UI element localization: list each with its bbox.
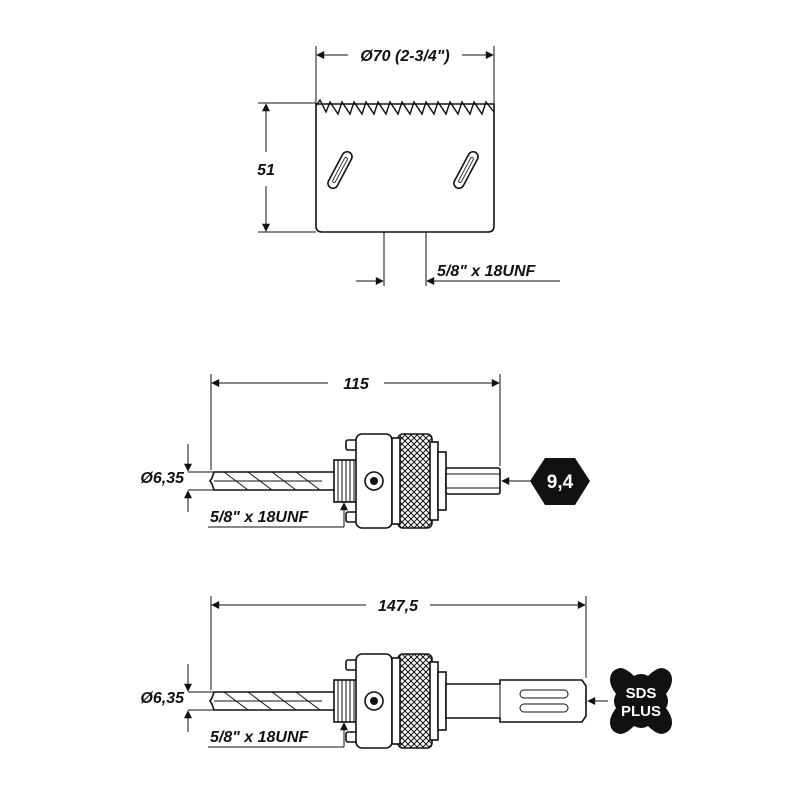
- sds-shank: [445, 679, 587, 723]
- arbor-sds-pilot-label: Ø6,35: [140, 690, 185, 707]
- hub-sds: [437, 671, 447, 731]
- holesaw-body: [315, 103, 495, 233]
- holesaw-height-label: 51: [257, 162, 275, 179]
- holesaw-teeth: [315, 98, 495, 116]
- hex-shank-badge: [530, 458, 590, 505]
- arbor-hex-pilot-label: Ø6,35: [140, 470, 185, 487]
- hub-hex: [437, 451, 447, 511]
- hex-shank: [445, 467, 501, 495]
- holesaw-diameter-label: Ø70 (2-3/4"): [360, 48, 449, 65]
- pilot-drill-sds: [209, 691, 337, 711]
- sds-badge-line2: PLUS: [621, 703, 661, 720]
- holesaw-slot-right: [453, 150, 479, 190]
- pilot-drill-hex: [209, 471, 337, 491]
- holesaw-view: Ø70 (2-3/4") 51 5/8" x 18UNF: [257, 46, 560, 286]
- knurled-nut-hex: [397, 433, 433, 529]
- arbor-hex-length-label: 115: [343, 376, 370, 393]
- sds-badge-line1: SDS: [626, 685, 657, 702]
- arbor-hex-thread-label: 5/8" x 18UNF: [210, 509, 310, 526]
- holesaw-slot-left: [327, 150, 353, 190]
- knurled-nut-sds: [397, 653, 433, 749]
- arbor-sds-thread-label: 5/8" x 18UNF: [210, 729, 310, 746]
- arbor-sds-length-label: 147,5: [378, 598, 419, 615]
- sds-plus-badge: [610, 668, 672, 734]
- arbor-hex-view: 115 Ø6,35 5/8" x 18UNF 9,4: [140, 374, 590, 529]
- hex-shank-badge-label: 9,4: [547, 472, 574, 493]
- arbor-sds-view: 147,5 Ø6,35 5/8" x 18UNF SDS PLUS: [140, 596, 672, 749]
- holesaw-thread-label: 5/8" x 18UNF: [437, 263, 537, 280]
